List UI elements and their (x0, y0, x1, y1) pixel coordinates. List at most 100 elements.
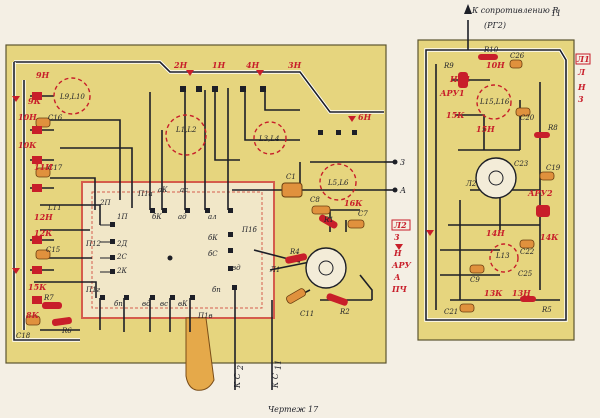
label-R8: R8 (547, 124, 558, 132)
label-switch-vd-low: вд (142, 300, 151, 308)
switch-block (81, 181, 275, 319)
label-right-15K: 15К (446, 110, 465, 120)
label-switch-vs: вс (160, 300, 168, 308)
resistor-R2 (326, 293, 348, 306)
label-C25: C25 (518, 270, 533, 278)
label-16K: 16К (344, 198, 363, 208)
top-connector-paren: (РГ2) (484, 21, 506, 30)
label-switch-2p: 2П (99, 199, 111, 207)
label-L5-L6: L5,L6 (327, 179, 349, 187)
label-switch-bs: бС (208, 250, 218, 258)
label-C16: C16 (48, 114, 63, 122)
label-C22: C22 (520, 248, 535, 256)
badge-main: Л2 3 Н АРУ А ПЧ (391, 219, 412, 294)
resistor-R1 (318, 214, 338, 229)
resistor-R8 (534, 132, 550, 138)
label-C17: C17 (48, 164, 63, 172)
label-14N: 14Н (486, 228, 505, 238)
capacitor-C22 (519, 239, 535, 249)
label-switch-bp2: бп (212, 286, 221, 294)
coil-L3-L4 (253, 121, 287, 155)
label-L9-L10: L9,L10 (59, 93, 85, 101)
badge-right-line1: Л1 (576, 54, 590, 64)
label-C19: C19 (546, 164, 561, 172)
label-tube-L2: Л2 (465, 180, 477, 188)
capacitor-C7 (347, 219, 365, 229)
label-C9: C9 (470, 276, 480, 284)
resistor-R9 (458, 72, 468, 88)
label-L1-L2: L1,L2 (175, 126, 197, 134)
label-R5: R5 (541, 306, 552, 314)
label-11N: 11Н (34, 162, 53, 172)
badge-right-line3: Н (577, 82, 586, 92)
label-9K: 9К (28, 96, 42, 106)
top-rail-terminals (180, 86, 357, 135)
label-10N: 10Н (18, 112, 37, 122)
label-L3-L4: L3,L4 (258, 135, 279, 143)
label-right-10N: 10Н (486, 60, 505, 70)
label-P1v: П1в (197, 312, 213, 320)
label-P1g: П1г (85, 286, 101, 294)
capacitor-C15 (35, 249, 51, 260)
badge-right: Л1 Л Н 3 (575, 53, 591, 104)
terminal-3-label: 3 (400, 158, 405, 167)
label-C21: C21 (444, 308, 458, 316)
label-switch-bp-low: бп (114, 300, 123, 308)
badge-main-line3: Н (393, 248, 402, 258)
label-12N: 12Н (34, 212, 53, 222)
capacitor-C1 (281, 182, 303, 198)
label-1N: 1Н (212, 60, 226, 70)
terminal-kc2-label: К С (233, 373, 242, 389)
terminal-kc2-sub: 2 (236, 365, 245, 371)
label-switch-ak: аК (158, 186, 168, 194)
label-9N: 9Н (36, 70, 50, 80)
resistor-R5 (520, 296, 536, 302)
label-switch-as: ас (180, 186, 188, 194)
label-ARU1: АРУ1 (439, 88, 465, 98)
label-NN1: НН1 (449, 74, 471, 84)
label-R4: R4 (289, 248, 300, 256)
label-switch-2k: 2К (116, 267, 127, 275)
resistor-R7 (42, 302, 62, 309)
label-C1: C1 (286, 173, 296, 181)
label-C26: C26 (510, 52, 525, 60)
label-13K: 13К (484, 288, 503, 298)
label-P1a: П1а (137, 190, 153, 198)
label-8K: 8К (26, 310, 40, 320)
label-L13: L13 (495, 252, 510, 260)
terminal-kc2-group: К С 2 (233, 365, 245, 389)
label-switch-2s: 2С (116, 253, 127, 261)
badge-main-line4: АРУ (391, 260, 412, 270)
label-switch-vk: вК (178, 300, 188, 308)
label-R9: R9 (443, 62, 454, 70)
top-connector-label: К сопротивлению R (471, 6, 558, 15)
label-2N: 2Н (173, 60, 188, 70)
badge-right-line2: Л (577, 67, 586, 77)
label-C15: C15 (46, 246, 61, 254)
left-board-wiring (12, 60, 384, 390)
capacitor-C11 (286, 288, 306, 304)
label-R1: R1 (323, 216, 334, 224)
left-red-pads (32, 92, 42, 304)
label-L11: L11 (47, 204, 62, 212)
switch-shaft-dot (167, 255, 173, 261)
label-15K: 15К (28, 282, 47, 292)
top-connector-sub: 11 (551, 9, 561, 18)
label-C7: C7 (358, 210, 368, 218)
resistor-R6 (51, 317, 72, 326)
terminal-a-dot (392, 187, 398, 193)
label-12K: 12К (34, 228, 53, 238)
label-10K: 10К (18, 140, 37, 150)
terminal-a-label: А (399, 186, 406, 195)
terminal-kc11-group: К С 11 (271, 360, 283, 389)
coil-L5-L6 (319, 163, 357, 201)
label-C20: C20 (520, 114, 535, 122)
capacitor-C26 (509, 59, 523, 69)
capacitor-C19 (539, 171, 555, 181)
label-switch-vd: вд (232, 264, 241, 272)
label-switch-2d: 2Д (116, 240, 127, 248)
capacitor-C20 (515, 107, 531, 117)
label-13N: 13Н (512, 288, 531, 298)
